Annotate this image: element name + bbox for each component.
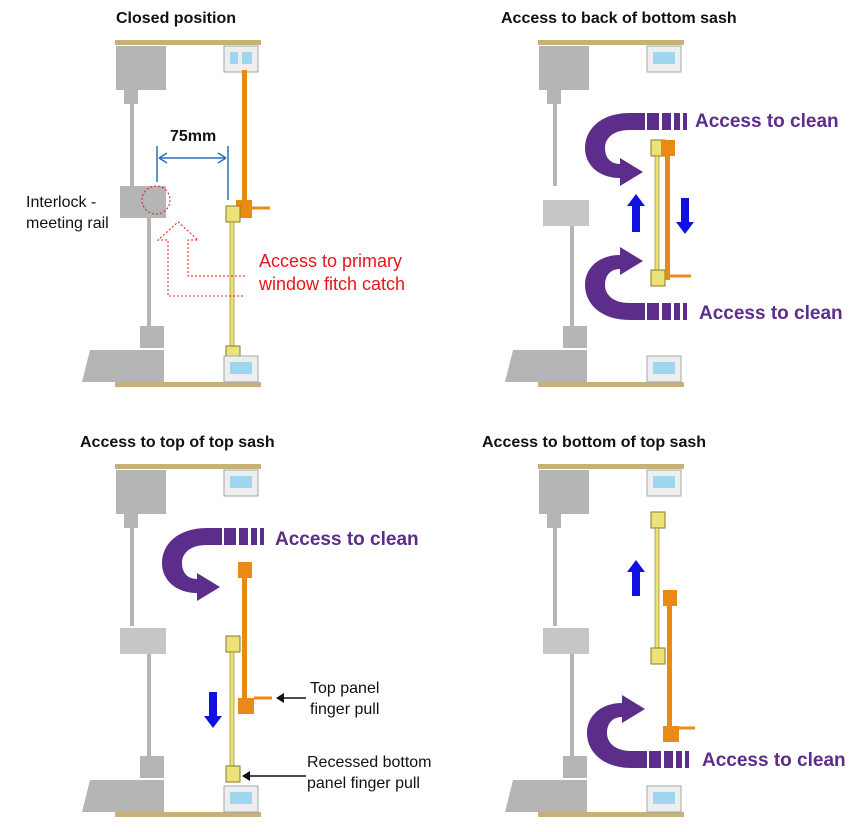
sill-rail [115,382,261,387]
panel-closed-position: Closed position 75mm [0,0,425,416]
top-sash [242,70,247,210]
panel-top-of-top-sash: Access to top of top sash [0,416,432,832]
down-arrow [204,692,222,728]
catch-highlight [141,185,171,215]
back-of-bottom-sash-diagram [505,40,694,387]
dimension-label: 75mm [170,128,217,145]
panel-bottom-of-top-sash: Access to bottom of top sash Access to c… [425,416,850,832]
interlock-block [120,186,166,218]
upper-frame-block [116,46,166,90]
bottom-pull-label: Recessed bottom panel finger pull [307,754,432,792]
interlock-label: Interlock - meeting rail [26,194,109,232]
panel-title: Access to bottom of top sash [482,434,707,451]
fitch-catch-label: Access to primary window fitch catch [259,251,406,294]
clean-label-top: Access to clean [695,111,839,132]
clean-label-top: Access to clean [275,529,419,550]
clean-label-bottom: Access to clean [699,303,843,324]
top-track [223,45,259,73]
clean-label-bottom: Access to clean [702,750,846,771]
bottom-sash [229,221,235,353]
up-arrow [627,560,645,596]
panel-title: Access to top of top sash [80,434,275,451]
clean-arrow-bottom [587,695,647,768]
top-pull-label: Top panel finger pull [310,680,380,718]
up-arrow [627,194,645,232]
fitch-catch-arrow [156,221,245,297]
panel-back-of-bottom-sash: Access to back of bottom sash [425,0,850,416]
clean-arrow-top [585,113,645,186]
closed-position-diagram [82,40,270,387]
sill-block [82,350,164,382]
down-arrow [676,198,694,234]
clean-arrow-top [162,528,222,601]
panel-title: Access to back of bottom sash [501,10,737,27]
head-rail [115,40,261,45]
clean-arrow-bottom [585,247,645,320]
top-of-top-sash-diagram [82,464,306,817]
bottom-of-top-sash-diagram [505,464,695,817]
panel-title: Closed position [116,10,236,27]
